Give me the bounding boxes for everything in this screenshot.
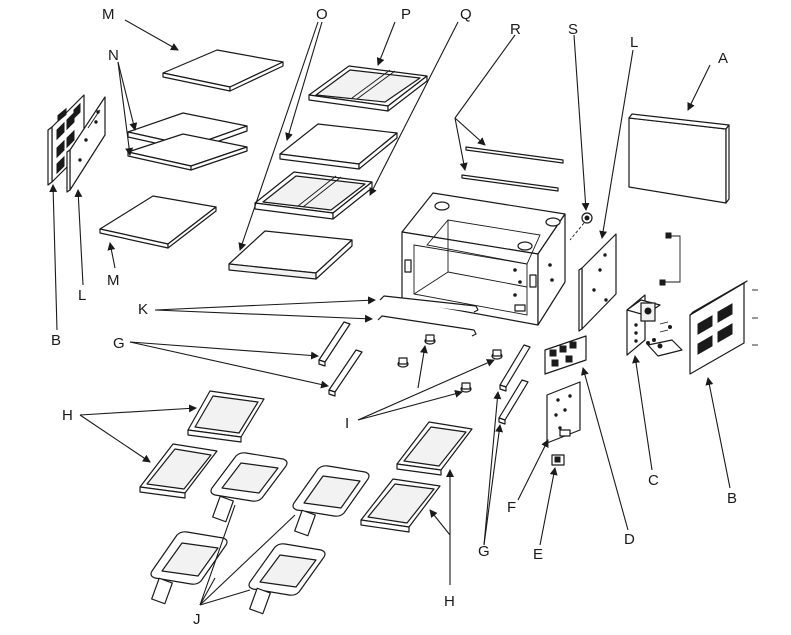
tray-h-left-upper	[187, 390, 265, 443]
tray-p	[308, 65, 428, 112]
callout-n: N	[108, 47, 119, 64]
callout-e: E	[533, 546, 543, 563]
shelf-o-lower	[228, 230, 353, 280]
rails-g-right	[498, 344, 531, 425]
side-panel-l-left	[66, 96, 106, 193]
rear-panel-a	[628, 113, 730, 204]
callout-j: J	[193, 611, 201, 628]
pan-j-2	[292, 465, 370, 537]
control-board-d	[544, 335, 587, 375]
top-panel-m-upper	[162, 49, 284, 92]
rods-k	[377, 295, 479, 337]
callout-labels: M N M B L O P Q R S L A K G H I C B F D …	[51, 6, 737, 628]
switch-e	[551, 454, 565, 466]
callout-d: D	[624, 531, 635, 548]
callout-k: K	[138, 301, 148, 318]
pan-j-3	[150, 531, 228, 605]
callout-g-left: G	[113, 335, 125, 352]
callout-b-right: B	[727, 490, 737, 507]
rails-g-left	[318, 321, 363, 397]
callout-b-left: B	[51, 332, 61, 349]
rods-r	[461, 146, 564, 192]
callout-h-right: H	[444, 593, 455, 610]
callout-r: R	[510, 21, 521, 38]
knob-s	[569, 212, 593, 241]
callout-m-lower: M	[107, 272, 120, 289]
tray-q	[254, 171, 373, 220]
tray-h-left-lower	[139, 443, 218, 499]
bottom-panel-m-lower	[99, 195, 217, 249]
side-panel-l-right	[578, 233, 617, 332]
callout-o: O	[316, 6, 328, 23]
feet-i	[397, 334, 503, 393]
side-panel-b-right	[689, 280, 758, 375]
callout-f: F	[507, 499, 516, 516]
callout-a: A	[718, 50, 728, 67]
tray-h-right-lower	[360, 478, 441, 533]
callout-s: S	[568, 21, 578, 38]
callout-h-left: H	[62, 407, 73, 424]
callout-c: C	[648, 472, 659, 489]
callout-p: P	[401, 6, 411, 23]
pan-j-1	[210, 452, 288, 523]
pan-j-4	[248, 543, 326, 615]
side-panel-b-left	[47, 94, 85, 186]
callout-m-upper: M	[102, 6, 115, 23]
leader-lines	[49, 19, 731, 606]
tray-h-right-upper	[396, 421, 473, 476]
callout-l-left: L	[78, 287, 86, 304]
callout-g-right: G	[478, 543, 490, 560]
callout-i: I	[345, 415, 349, 432]
bracket-c	[626, 232, 683, 357]
callout-q: Q	[460, 6, 472, 23]
callout-l-right: L	[630, 34, 638, 51]
circuit-board-f	[546, 381, 581, 444]
shelf-o-upper	[279, 123, 398, 170]
